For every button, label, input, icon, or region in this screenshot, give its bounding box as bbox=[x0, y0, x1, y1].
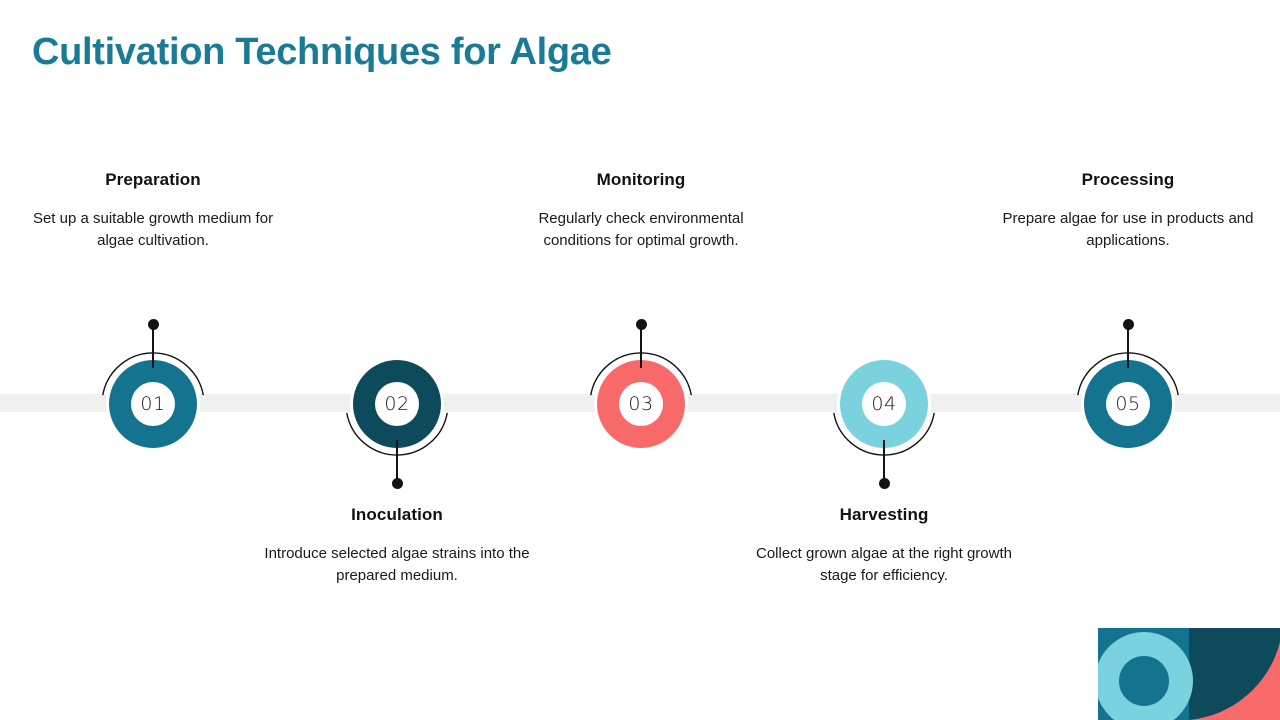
step-heading: Preparation bbox=[105, 170, 201, 189]
step-number: 01 bbox=[140, 392, 166, 415]
marker-circle[interactable]: 02 bbox=[353, 360, 441, 448]
marker-circle[interactable]: 04 bbox=[840, 360, 928, 448]
step-description: Prepare algae for use in products and ap… bbox=[1002, 210, 1254, 249]
step-description: Regularly check environmental conditions… bbox=[538, 210, 744, 249]
step-number: 04 bbox=[871, 392, 897, 415]
quarter-circle bbox=[1189, 628, 1280, 720]
connector-line bbox=[152, 322, 154, 368]
step-heading: Monitoring bbox=[596, 170, 686, 189]
page-title: Cultivation Techniques for Algae bbox=[32, 31, 612, 73]
step-heading: Harvesting bbox=[839, 505, 929, 524]
marker-circle[interactable]: 03 bbox=[597, 360, 685, 448]
step-description: Introduce selected algae strains into th… bbox=[264, 545, 530, 584]
marker-inner-circle: 03 bbox=[619, 382, 663, 426]
step-number: 03 bbox=[628, 392, 654, 415]
step-description: Collect grown algae at the right growth … bbox=[756, 545, 1012, 584]
marker-inner-circle: 05 bbox=[1106, 382, 1150, 426]
connector-dot bbox=[147, 319, 159, 330]
ring-shape bbox=[1098, 632, 1193, 720]
connector-line bbox=[1127, 322, 1129, 368]
marker-inner-circle: 02 bbox=[375, 382, 419, 426]
connector-dot bbox=[635, 319, 647, 330]
connector-dot bbox=[1122, 319, 1134, 330]
step-number: 02 bbox=[384, 392, 410, 415]
corner-decoration bbox=[1098, 628, 1280, 720]
connector-line bbox=[883, 440, 885, 486]
connector-line bbox=[396, 440, 398, 486]
step-heading: Processing bbox=[1081, 170, 1175, 189]
connector-dot bbox=[878, 478, 890, 489]
marker-inner-circle: 04 bbox=[862, 382, 906, 426]
marker-inner-circle: 01 bbox=[131, 382, 175, 426]
step-heading: Inoculation bbox=[351, 505, 443, 524]
step-description: Set up a suitable growth medium for alga… bbox=[32, 210, 274, 249]
marker-circle[interactable]: 01 bbox=[109, 360, 197, 448]
connector-line bbox=[640, 322, 642, 368]
marker-circle[interactable]: 05 bbox=[1084, 360, 1172, 448]
connector-dot bbox=[391, 478, 403, 489]
step-number: 05 bbox=[1115, 392, 1141, 415]
corner-decoration-graphic bbox=[1098, 628, 1280, 720]
